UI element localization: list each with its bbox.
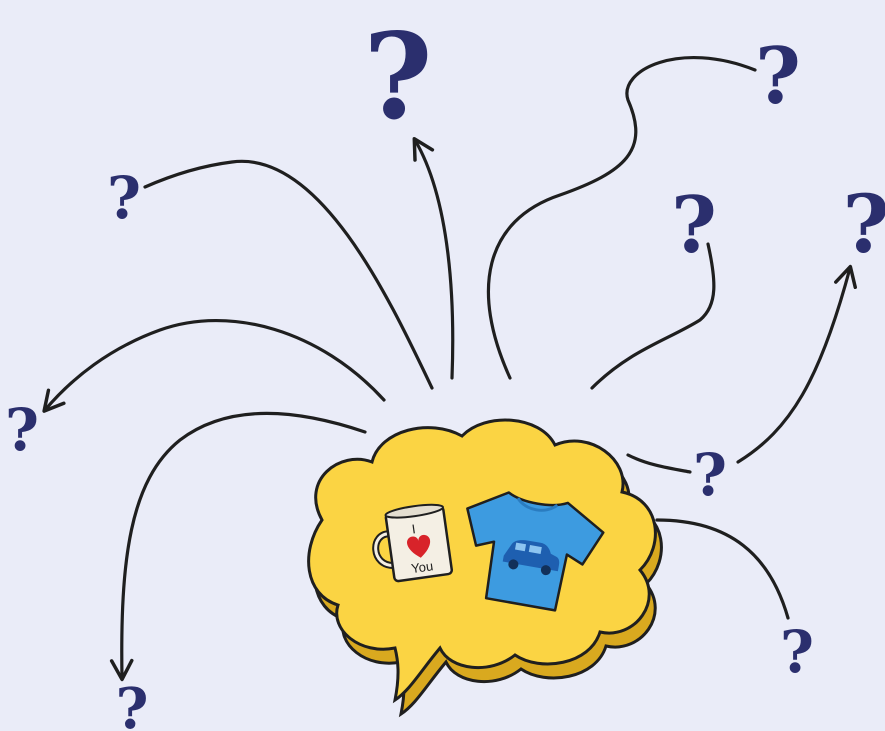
arrow-to-left-question: [45, 321, 384, 410]
question-mark-lower-right: ?: [693, 441, 727, 509]
mug-text-you: You: [410, 558, 434, 576]
arrow-to-far-right-question: [738, 268, 850, 462]
curve-to-top-left-question: [145, 161, 432, 388]
question-mark-bottom-right: ?: [780, 618, 814, 686]
question-mark-top: ?: [363, 7, 432, 146]
question-mark-top-left: ?: [107, 164, 141, 232]
arrow-to-top-question: [415, 140, 453, 378]
question-mark-left: ?: [5, 396, 39, 464]
question-mark-bottom-left: ?: [116, 676, 149, 731]
curve-to-bottom-right-question: [657, 520, 788, 618]
question-mark-far-right: ?: [843, 177, 885, 271]
question-mark-top-right: ?: [755, 31, 801, 122]
question-mark-middle-right: ?: [671, 180, 717, 271]
curve-to-lower-right-question: [628, 455, 690, 472]
speech-bubble-icon: [309, 420, 662, 714]
